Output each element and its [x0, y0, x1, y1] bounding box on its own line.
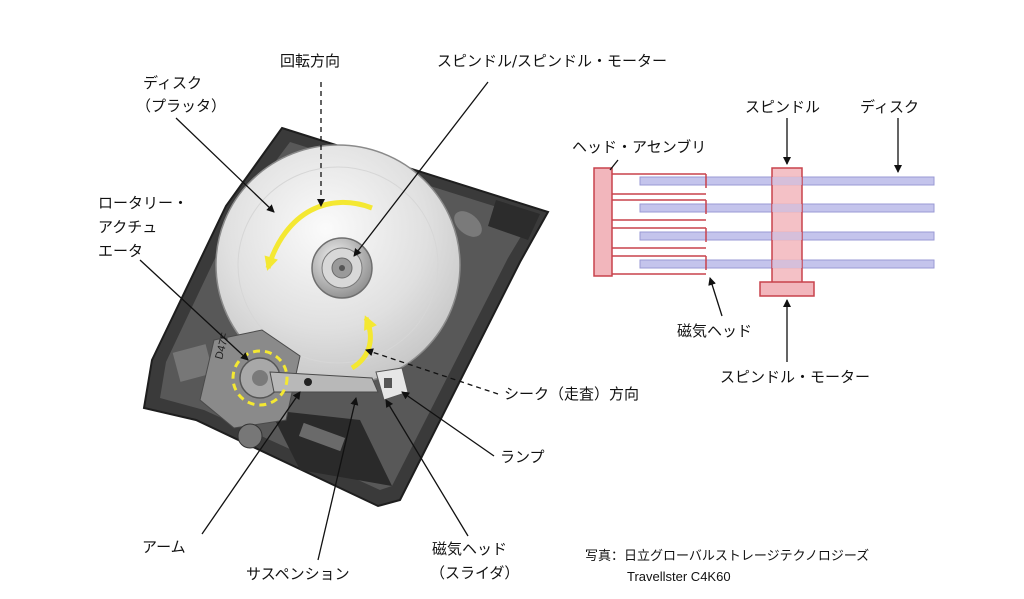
label-disk: ディスク: [143, 74, 202, 92]
photo-credit-line1: 写真：日立グローバルストレージテクノロジーズ: [585, 549, 870, 564]
label-head-assembly: ヘッド・アセンブリ: [572, 138, 707, 156]
label-disk-schematic: ディスク: [860, 98, 919, 116]
label-rotation-direction: 回転方向: [280, 52, 341, 70]
head-assembly-block: [593, 167, 613, 277]
actuator-arm: [269, 371, 379, 393]
hdd-schematic: [593, 118, 935, 362]
label-head-slider-2: （スライダ）: [430, 564, 520, 582]
rotation-arrow-seek: [350, 315, 377, 371]
label-spindle-motor: スピンドル/スピンドル・モーター: [437, 52, 668, 70]
label-seek-direction: シーク（走査）方向: [504, 385, 640, 403]
label-arm: アーム: [142, 538, 186, 556]
actuator-highlight: [231, 349, 289, 407]
label-rotary-actuator-1: ロータリー・: [98, 194, 189, 212]
label-magnetic-head: 磁気ヘッド: [677, 322, 753, 340]
leader-lines: [139, 81, 499, 561]
hard-drive-photo: D47F: [142, 126, 550, 508]
label-head-slider-1: 磁気ヘッド: [432, 540, 508, 558]
photo-credit-line2: Travellster C4K60: [627, 569, 731, 584]
label-rotary-actuator-2: アクチュ: [98, 218, 158, 236]
label-spindle-motor-schematic: スピンドル・モーター: [720, 368, 871, 386]
label-spindle-schematic: スピンドル: [745, 98, 821, 116]
label-rotary-actuator-3: エータ: [98, 242, 144, 260]
label-suspension: サスペンション: [246, 565, 350, 583]
label-ramp: ランプ: [500, 448, 545, 466]
rotation-arrow-top: [264, 199, 373, 271]
label-platter: （プラッタ）: [136, 97, 227, 115]
spindle-motor-base: [759, 281, 815, 297]
